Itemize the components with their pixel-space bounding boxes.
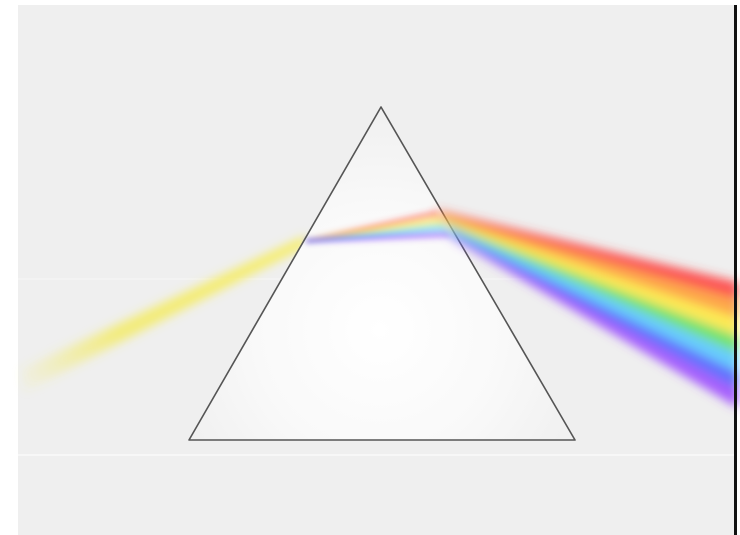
- right-border: [734, 5, 737, 535]
